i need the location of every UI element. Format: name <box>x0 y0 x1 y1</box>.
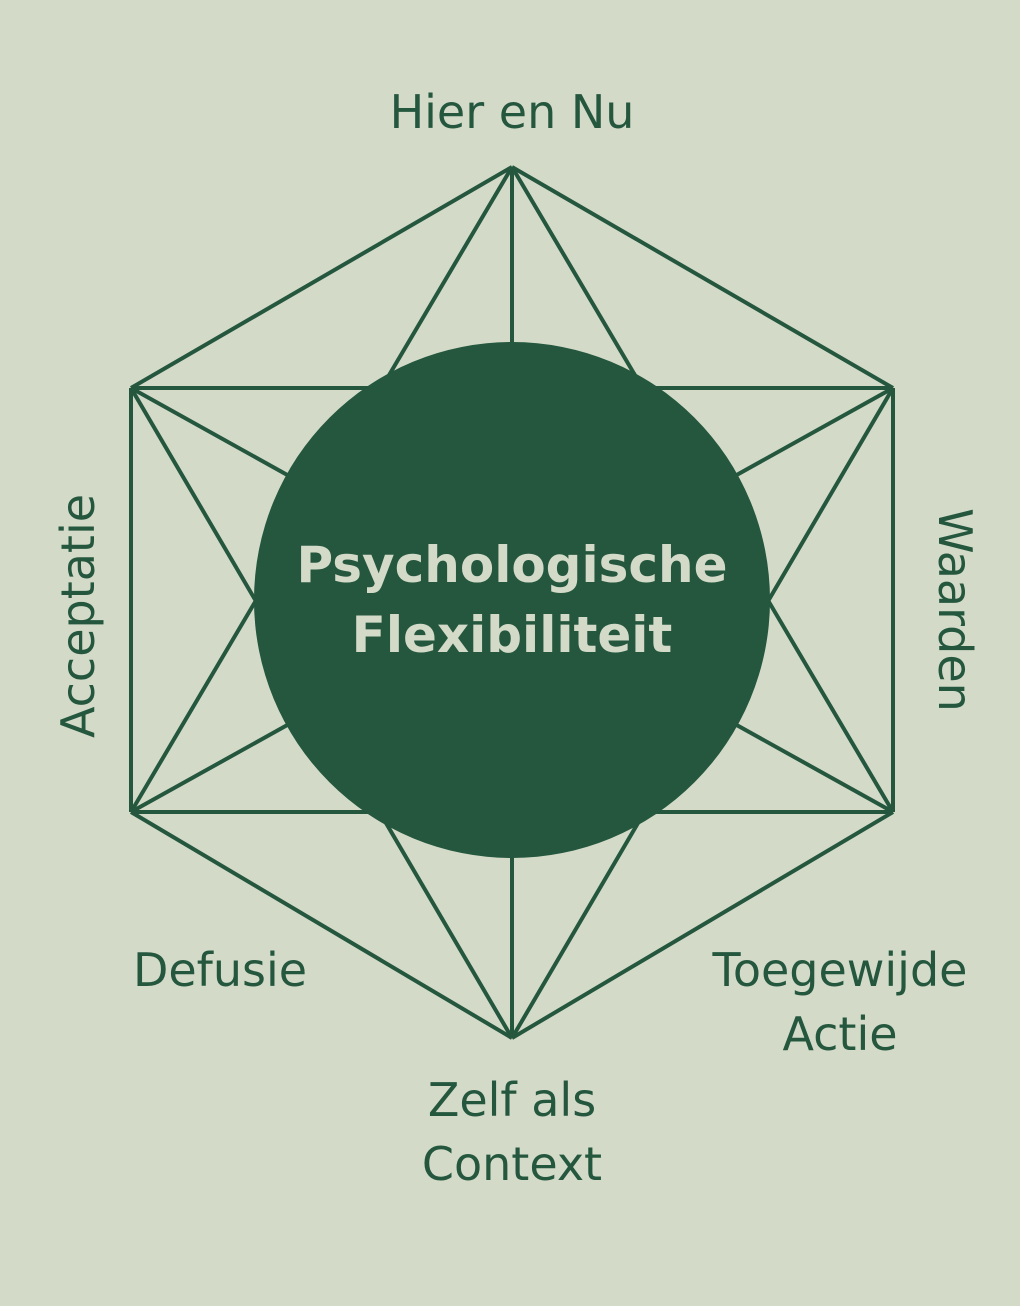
center-title-line2: Flexibiliteit <box>351 606 673 664</box>
label-hier-en-nu: Hier en Nu <box>389 85 635 139</box>
label-acceptatie: Acceptatie <box>51 493 105 739</box>
center-title-line1: Psychologische <box>296 536 728 594</box>
label-defusie: Defusie <box>132 943 308 997</box>
label-actie: Actie <box>782 1007 898 1061</box>
label-zelf-als: Zelf als <box>427 1073 597 1127</box>
label-toegewijde-actie: Toegewijde Actie <box>640 938 1020 1066</box>
label-waarden: Waarden <box>928 508 982 712</box>
connector-line <box>510 165 895 390</box>
connector-line <box>129 165 514 390</box>
connector-line <box>129 810 514 1040</box>
label-context: Context <box>421 1137 603 1191</box>
label-zelf-als-context: Zelf als Context <box>312 1068 712 1196</box>
center-circle <box>254 342 770 858</box>
connector-line <box>510 810 895 1040</box>
center-node: Psychologische Flexibiliteit <box>254 342 770 858</box>
label-toegewijde: Toegewijde <box>712 943 968 997</box>
